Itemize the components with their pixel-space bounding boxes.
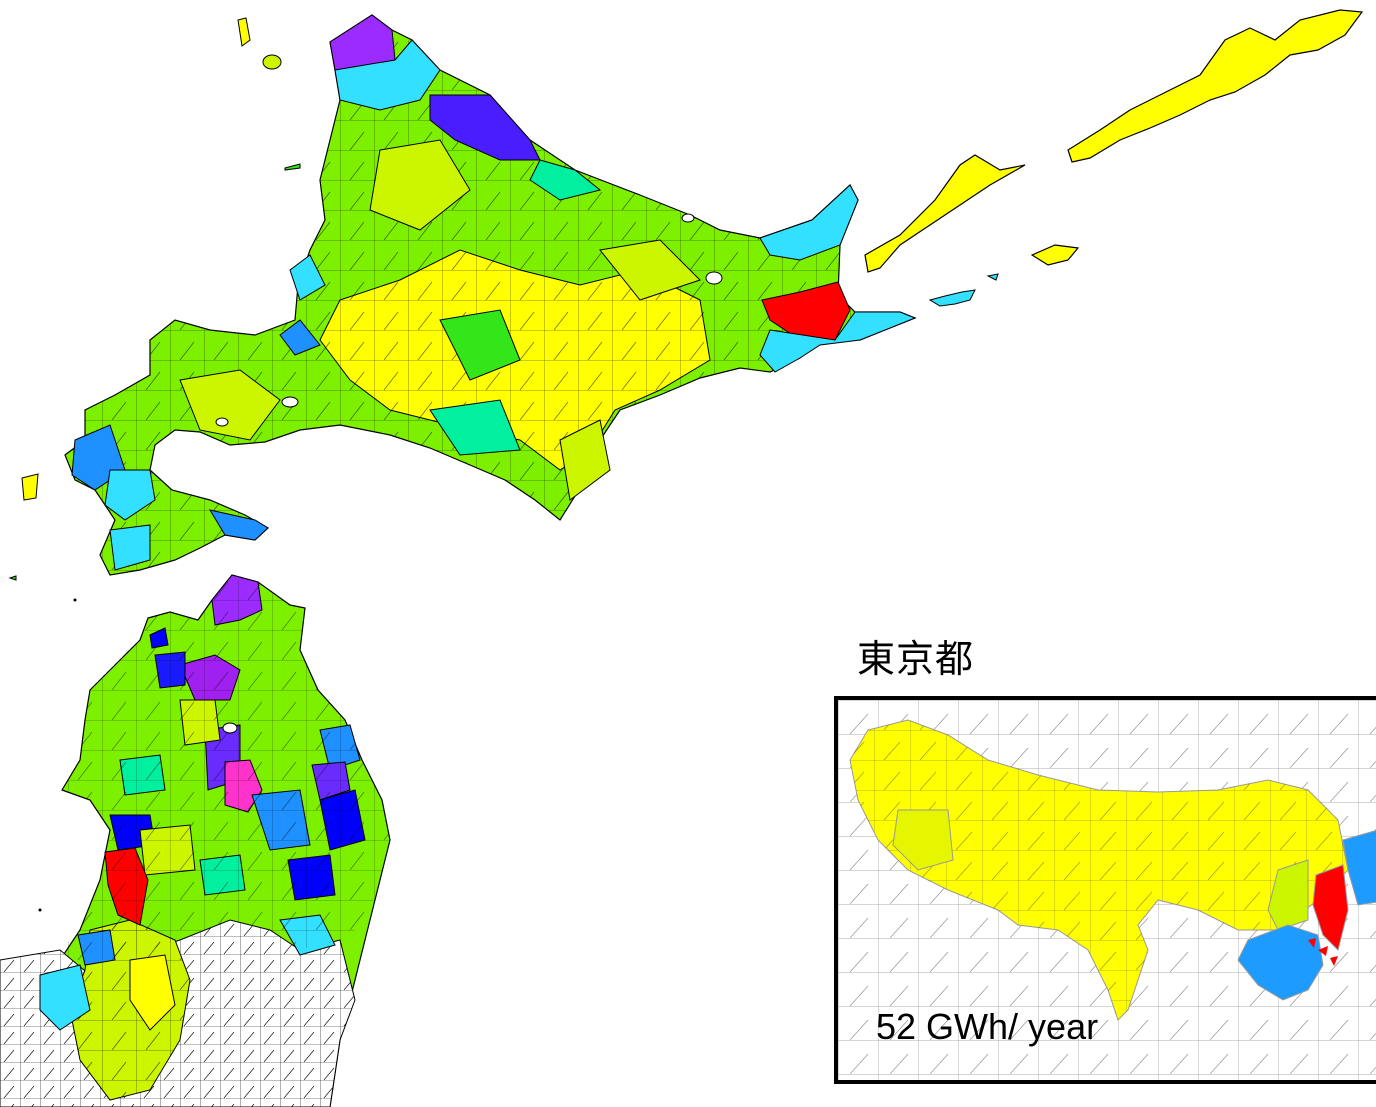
inset-panel-tokyo: 52 GWh/ year — [834, 696, 1376, 1084]
island-small — [8, 575, 17, 581]
region-patch — [429, 399, 521, 456]
island-kunashiri — [864, 154, 1026, 273]
region-sw-cyan — [104, 469, 156, 521]
region-north-cyan — [334, 39, 441, 111]
region-northeast-blue — [429, 94, 541, 161]
inset-caption: 52 GWh/ year — [876, 1006, 1099, 1047]
region-nemuro-cyan — [759, 311, 917, 373]
tokyo-red-bay — [1312, 864, 1349, 951]
region-okhotsk-green — [529, 159, 602, 201]
island-shikotan — [1030, 244, 1080, 266]
region-west-blue — [279, 319, 321, 356]
tohoku-grid-overlay — [60, 580, 390, 960]
region-cyan — [39, 964, 91, 1031]
lake — [215, 417, 229, 427]
tokyo-blue-east — [1342, 830, 1376, 906]
tokyo-red-fragments — [1308, 938, 1338, 966]
island-habomai — [928, 289, 976, 307]
region-abashiri-cyan — [759, 184, 859, 261]
region-patch — [179, 369, 281, 441]
tokyo-west-yg — [892, 809, 954, 871]
island-rebun — [262, 54, 282, 70]
tokyo-yg — [1267, 859, 1309, 931]
region-max-red-east — [761, 281, 851, 341]
island-small — [284, 163, 301, 171]
lake — [281, 396, 299, 408]
region-patch — [599, 239, 701, 301]
lake-towada — [222, 722, 238, 734]
region-sw-cyan2 — [109, 524, 151, 571]
island-rishiri — [237, 17, 251, 47]
region-patch — [439, 309, 521, 381]
islands-west — [8, 17, 301, 581]
island-small — [73, 598, 77, 602]
inset-title: 東京都 — [857, 637, 975, 681]
island-okushiri — [21, 473, 39, 501]
region-sw-blue2 — [208, 509, 269, 541]
region-patch — [559, 419, 611, 501]
region-west-cyan — [289, 254, 326, 301]
region-south-yellow2 — [129, 954, 176, 1031]
tokyo-blue-south — [1237, 924, 1324, 1001]
island-habomai-small — [986, 273, 999, 281]
tohoku-region — [0, 574, 391, 1107]
island-etorofu — [1067, 9, 1364, 163]
kuril-islands — [864, 9, 1364, 307]
lake — [681, 213, 695, 223]
tokyo-main-grid — [850, 720, 1348, 1020]
lake — [705, 271, 723, 285]
island-small — [38, 908, 42, 912]
region-patch — [369, 139, 471, 231]
tokyo-map — [838, 700, 1376, 1080]
hokkaido-region — [64, 14, 917, 576]
